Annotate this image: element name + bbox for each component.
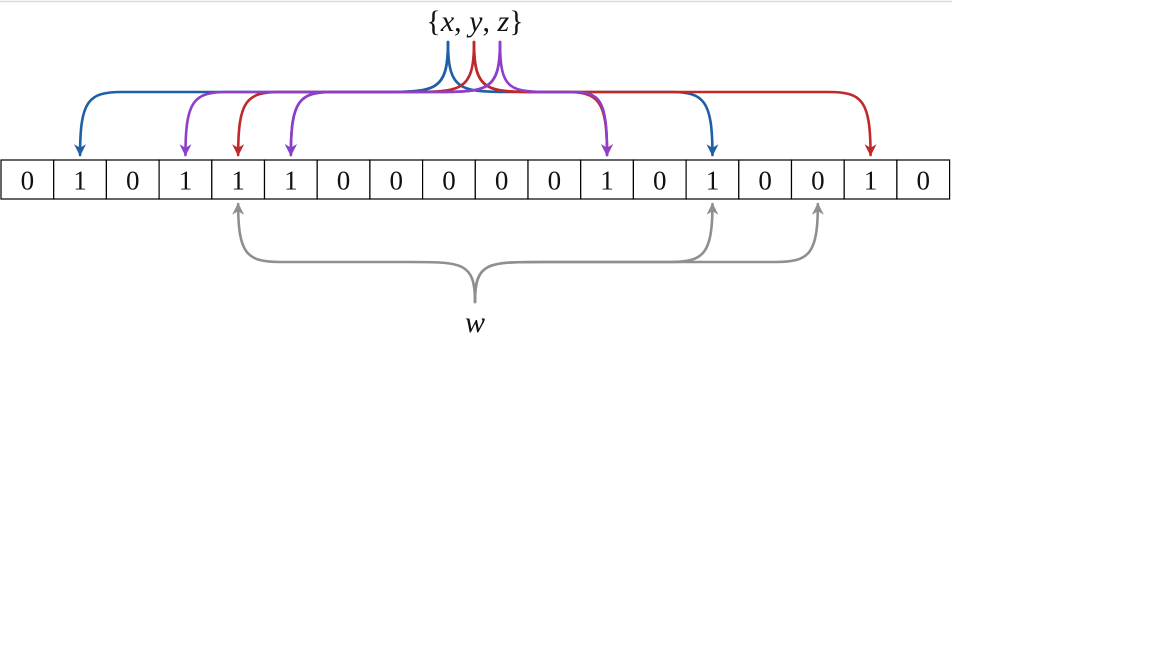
bit-value-1: 1 <box>73 166 87 196</box>
bit-cell-17 <box>896 159 951 200</box>
bit-value-13: 1 <box>706 166 720 196</box>
bit-value-0: 0 <box>21 166 35 196</box>
mapping-arrows <box>74 40 877 304</box>
bit-array: 0 1 0 1 1 1 0 0 0 0 0 1 0 1 0 0 1 0 <box>0 159 951 200</box>
bit-cell-15 <box>790 159 845 200</box>
set-separator-1: , <box>454 5 469 38</box>
arrow-w-to-cell-13 <box>473 202 719 304</box>
arrow-x-to-cell-5 <box>284 40 450 157</box>
arrow-w-to-cell-15 <box>473 202 824 304</box>
arrow-y-to-cell-11 <box>472 40 614 157</box>
arrow-z-to-cell-11 <box>498 40 614 157</box>
arrow-x-to-cell-13 <box>446 40 719 157</box>
set-open-brace: { <box>426 5 440 38</box>
bit-cell-5 <box>263 159 318 200</box>
bit-cell-3 <box>158 159 213 200</box>
bit-cell-6 <box>316 159 371 200</box>
bit-value-10: 0 <box>548 166 562 196</box>
bit-value-6: 0 <box>337 166 351 196</box>
arrow-x-to-cell-1 <box>74 40 450 157</box>
bit-cell-1 <box>53 159 108 200</box>
set-separator-2: , <box>482 5 497 38</box>
bit-cell-4 <box>211 159 266 200</box>
bit-cell-8 <box>422 159 476 200</box>
bit-value-12: 0 <box>653 166 667 196</box>
bit-cell-12 <box>632 159 687 200</box>
bit-cell-14 <box>738 159 793 200</box>
bit-value-7: 0 <box>390 166 404 196</box>
bit-value-15: 0 <box>811 166 825 196</box>
arrow-y-to-cell-16 <box>472 40 877 157</box>
set-element-z: z <box>496 5 509 38</box>
arrow-z-to-cell-5 <box>284 40 502 157</box>
arrow-w-to-cell-4 <box>232 202 477 304</box>
bit-value-2: 0 <box>126 166 140 196</box>
bit-value-9: 0 <box>495 166 509 196</box>
bit-cell-2 <box>105 159 160 200</box>
bit-cell-9 <box>474 159 529 200</box>
bit-cell-16 <box>843 159 898 200</box>
bit-value-16: 1 <box>864 166 878 196</box>
bit-value-3: 1 <box>179 166 193 196</box>
arrow-y-to-cell-4 <box>232 40 476 157</box>
set-element-y: y <box>466 5 483 38</box>
bit-value-5: 1 <box>284 166 298 196</box>
bit-value-17: 0 <box>917 166 931 196</box>
element-set-label: {x, y, z} <box>426 5 523 38</box>
query-element-label: w <box>465 306 485 339</box>
bit-cell-13 <box>685 159 740 200</box>
arrow-z-to-cell-3 <box>179 40 502 157</box>
bit-value-4: 1 <box>231 166 245 196</box>
bit-value-11: 1 <box>600 166 614 196</box>
bit-cell-10 <box>527 159 582 200</box>
set-close-brace: } <box>509 5 523 38</box>
set-element-x: x <box>440 5 455 38</box>
bit-value-8: 0 <box>442 166 456 196</box>
bit-value-14: 0 <box>758 166 772 196</box>
